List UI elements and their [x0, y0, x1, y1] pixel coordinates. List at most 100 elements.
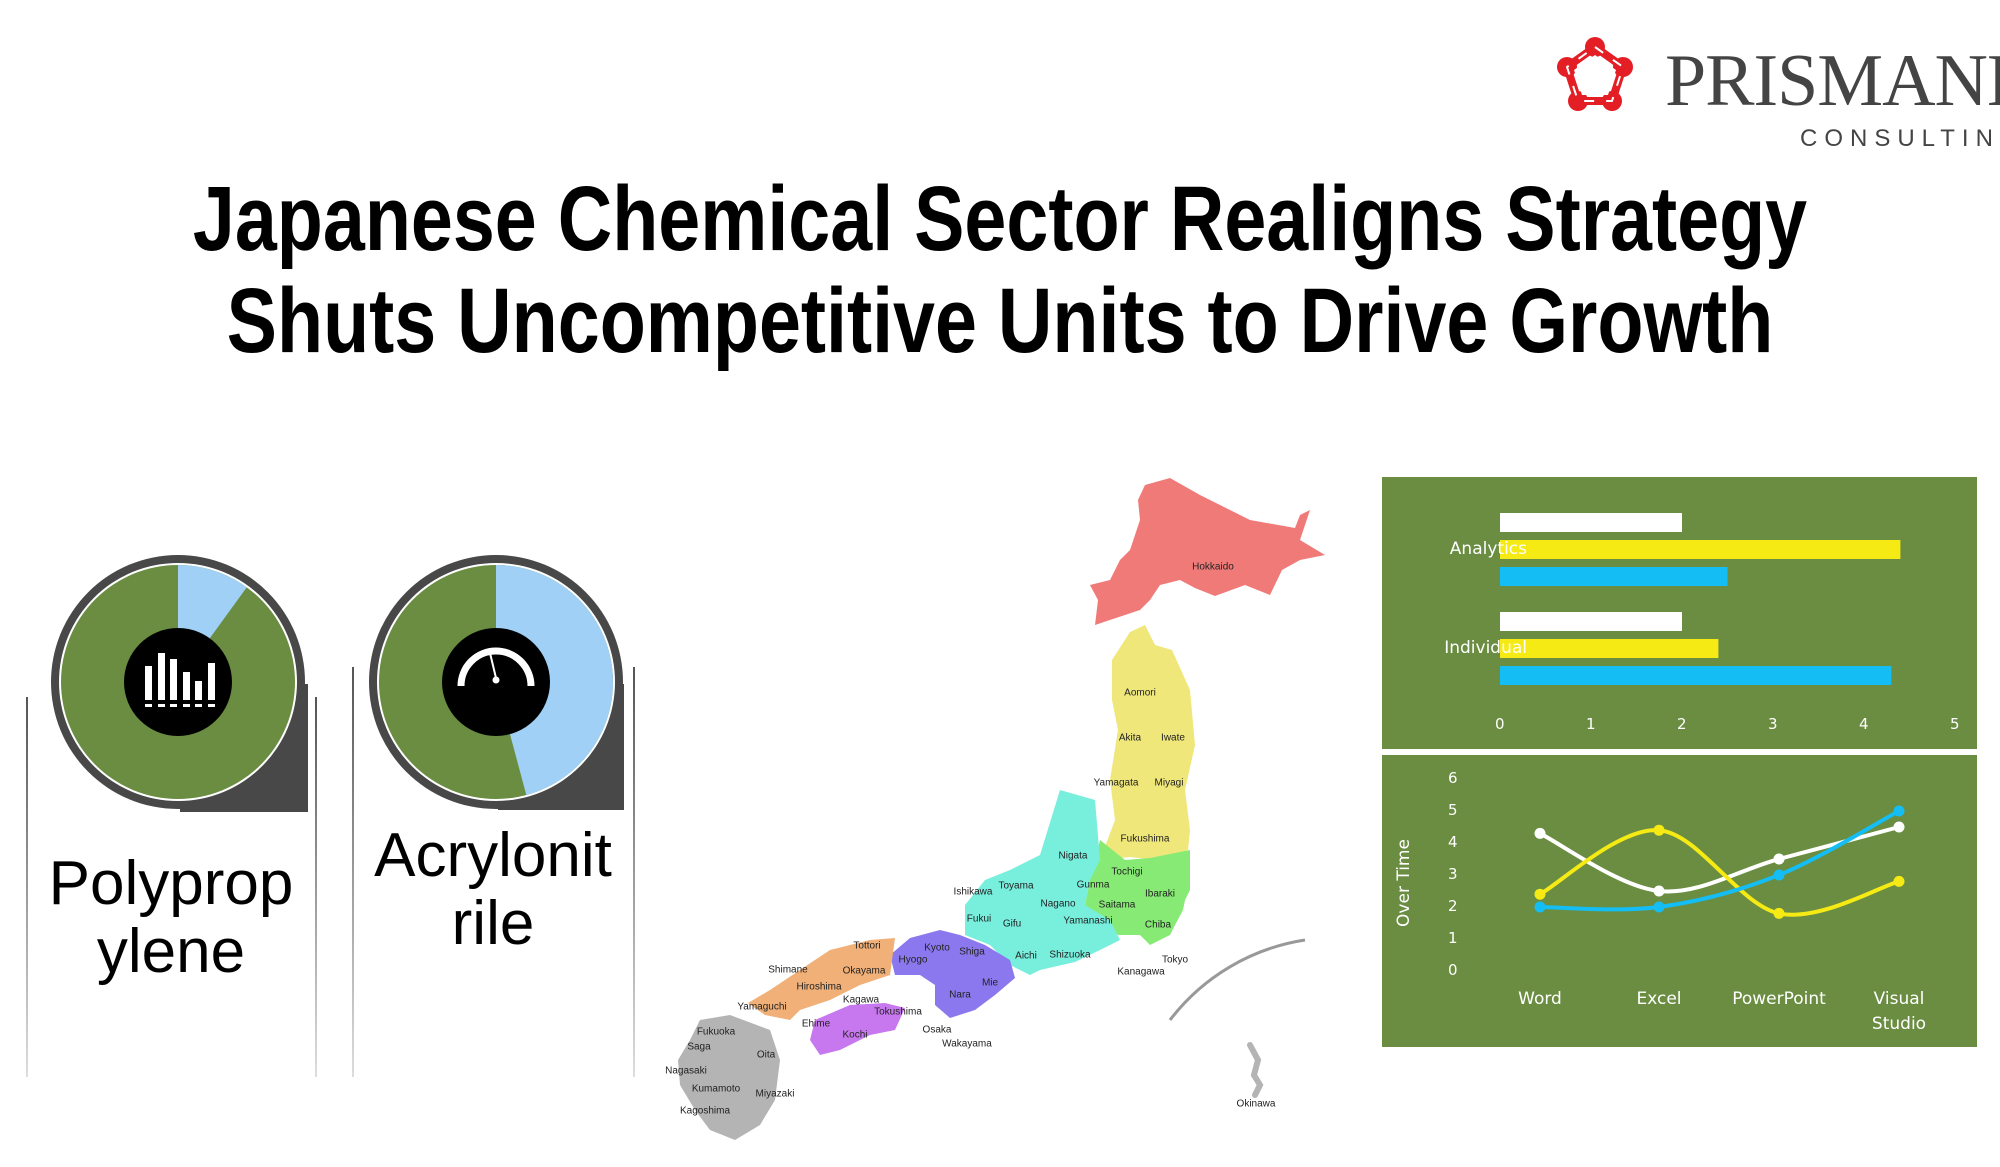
series-line [1539, 828, 1900, 917]
bar [1500, 639, 1719, 658]
y-tick-label: 0 [1448, 961, 1458, 979]
x-category-label: Excel [1636, 989, 1682, 1009]
y-tick-label: 6 [1448, 769, 1458, 787]
logo-subtitle: CONSULTING [1800, 125, 2000, 152]
map-region-label: Toyama [998, 880, 1034, 892]
label-line-2: rile [451, 889, 535, 958]
map-region-label: Tokyo [1161, 954, 1189, 966]
bar-chart [1500, 513, 1901, 685]
data-point [1534, 901, 1546, 913]
map-region-label: Nagano [1040, 898, 1076, 910]
gauge-icon [457, 647, 535, 687]
line-chart [1534, 805, 1905, 919]
map-region-label: Tottori [853, 940, 881, 952]
donut-card-polypropylene: Polyprop ylene [0, 540, 330, 1080]
map-region-label: Fukuoka [696, 1026, 736, 1038]
x-tick-label: 4 [1859, 715, 1869, 733]
x-tick-label: 2 [1677, 715, 1687, 733]
map-region-label: Nara [949, 989, 971, 1001]
map-region-label: Oita [756, 1049, 776, 1061]
series-line [1539, 809, 1900, 912]
company-logo: PRISMANE CONSULTING [1555, 35, 2000, 155]
data-point [1534, 888, 1546, 900]
title-line-2: Shuts Uncompetitive Units to Drive Growt… [226, 270, 1774, 372]
x-tick-label: 5 [1950, 715, 1960, 733]
bar [1500, 666, 1892, 685]
divider-line [26, 697, 28, 1077]
bar [1500, 567, 1728, 586]
y-tick-label: 1 [1448, 929, 1458, 947]
category-label-individual: Individual [1444, 638, 1527, 658]
divider-line [633, 667, 635, 1077]
data-point [1893, 805, 1905, 817]
map-region-label: Fukui [966, 913, 992, 925]
map-region-label: Kagoshima [679, 1105, 731, 1117]
map-region-label: Shiga [959, 946, 985, 958]
label-line-1: Polyprop [48, 849, 294, 918]
map-region-label: Yamaguchi [737, 1001, 787, 1013]
y-tick-label: 4 [1448, 833, 1458, 851]
bar [1500, 540, 1901, 559]
map-region-label: Yamanashi [1063, 915, 1113, 927]
x-category-label: PowerPoint [1732, 989, 1826, 1009]
x-category-label: Visual Studio [1871, 989, 1927, 1034]
data-point [1773, 853, 1785, 865]
map-region-label: Aomori [1124, 687, 1156, 699]
title-line-1: Japanese Chemical Sector Realigns Strate… [192, 168, 1808, 270]
map-region-label: Hokkaido [1192, 561, 1234, 573]
map-region-label: Ibaraki [1144, 888, 1176, 900]
map-region-label: Kyoto [924, 942, 950, 954]
x-tick-label: 3 [1768, 715, 1778, 733]
data-point [1653, 824, 1665, 836]
map-region-label: Wakayama [942, 1038, 992, 1050]
map-region-label: Miyazaki [755, 1088, 795, 1100]
map-region-label: Iwate [1161, 732, 1185, 744]
map-region-label: Okinawa [1236, 1098, 1276, 1110]
label-line-2: ylene [96, 917, 246, 986]
map-region-label: Saga [687, 1041, 711, 1053]
map-region-label: Shimane [768, 964, 808, 976]
data-point [1773, 869, 1785, 881]
map-region-label: Saitama [1098, 899, 1136, 911]
divider-line [352, 667, 354, 1077]
donut-chart [369, 555, 624, 810]
map-region-label: Nagasaki [665, 1065, 707, 1077]
bar [1500, 513, 1682, 532]
map-region-label: Gunma [1076, 879, 1110, 891]
map-region-label: Kumamoto [691, 1083, 741, 1095]
donut-chart [51, 555, 308, 812]
map-region-label: Aichi [1015, 950, 1037, 962]
map-region-label: Tokushima [874, 1006, 922, 1018]
y-tick-label: 5 [1448, 801, 1458, 819]
map-region-label: Akita [1118, 732, 1142, 744]
map-region-label: Yamagata [1093, 777, 1139, 789]
logo-name: PRISMANE [1665, 40, 2000, 122]
map-region-label: Gifu [1002, 918, 1022, 930]
divider-line [315, 697, 317, 1077]
pentagon-logo-icon [1557, 37, 1633, 111]
map-region-label: Chiba [1144, 919, 1172, 931]
map-region-label: Tochigi [1111, 866, 1143, 878]
map-region-label: Shizuoka [1049, 949, 1091, 961]
x-tick-label: 1 [1586, 715, 1596, 733]
bar-chart-icon [145, 653, 215, 707]
data-point [1653, 901, 1665, 913]
map-region-label: Hyogo [898, 954, 928, 966]
map-region-label: Fukushima [1120, 833, 1170, 845]
map-region-label: Kanagawa [1117, 966, 1165, 978]
map-region-label: Nigata [1058, 850, 1088, 862]
data-point [1893, 875, 1905, 887]
x-tick-label: 0 [1495, 715, 1505, 733]
map-region-label: Ehime [801, 1018, 831, 1030]
data-point [1534, 827, 1546, 839]
map-region-label: Kochi [842, 1029, 868, 1041]
product-label: Acrylonit rile [352, 822, 634, 958]
data-point [1773, 907, 1785, 919]
product-label: Polyprop ylene [28, 850, 314, 986]
map-region-label: Okayama [842, 965, 886, 977]
donut-card-acrylonitrile: Acrylonit rile [330, 540, 660, 1080]
y-tick-label: 2 [1448, 897, 1458, 915]
map-region-label: Ishikawa [953, 886, 993, 898]
